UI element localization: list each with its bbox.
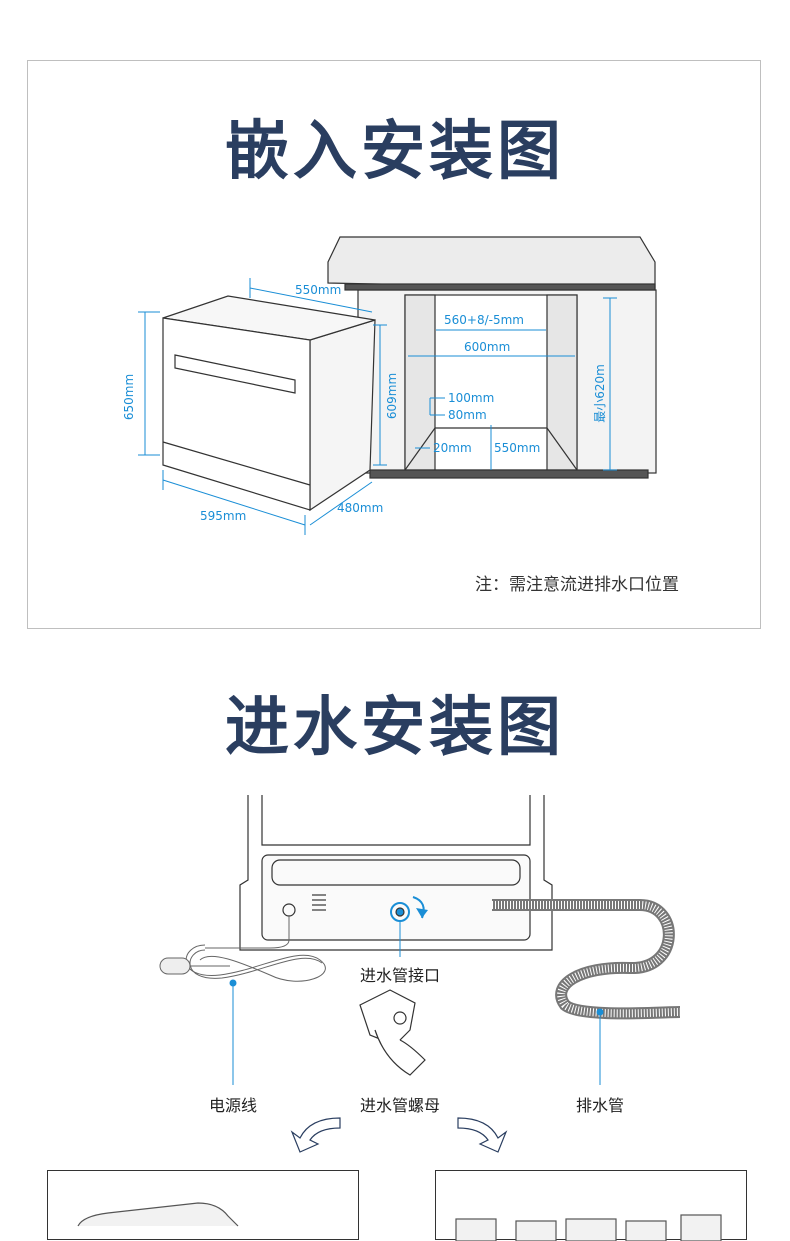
cabinet-countertop [327,236,656,291]
dim-cabinet-outer: 600mm [464,340,511,354]
dishwasher [162,295,376,512]
label-nut: 进水管螺母 [359,1096,441,1115]
embed-diagram-panel [27,60,761,629]
dishwasher-side [309,319,376,512]
fitting-left [77,1202,239,1227]
dim-min-height: 最小620m [592,364,607,423]
cabinet [327,236,657,479]
power-cord [159,915,326,982]
dim-gap-20: 20mm [433,441,472,455]
inlet-title: 进水安装图 [225,691,565,765]
install-note: 注：需注意流进排水口位置 [475,575,679,595]
fitting-right [455,1214,722,1241]
dim-width-bottom: 595mm [200,509,247,523]
drain-hose [492,899,681,1020]
label-power: 电源线 [208,1096,258,1115]
label-drain: 排水管 [575,1096,625,1115]
dim-height-front: 650mm [122,373,137,421]
label-inlet: 进水管接口 [359,966,441,985]
dim-depth: 480mm [337,501,384,515]
dishwasher-handle [174,354,296,394]
dimension-lines [138,278,617,535]
inlet-nut [359,989,426,1076]
dim-gap-80: 80mm [448,408,487,422]
pointer-lines [229,921,604,1085]
cabinet-right-post [546,294,578,471]
dim-height-side: 609mm [385,372,400,420]
curved-arrows [290,1117,508,1153]
dim-cabinet-inner: 560+8/-5mm [444,313,524,327]
machine-back-view [239,795,553,951]
dim-gap-100: 100mm [448,391,495,405]
cabinet-base [369,469,649,479]
embed-title: 嵌入安装图 [225,115,565,189]
dishwasher-front [162,317,311,511]
dim-depth-550: 550mm [494,441,541,455]
dim-width-top: 550mm [295,283,342,297]
cabinet-left-post [404,294,436,471]
